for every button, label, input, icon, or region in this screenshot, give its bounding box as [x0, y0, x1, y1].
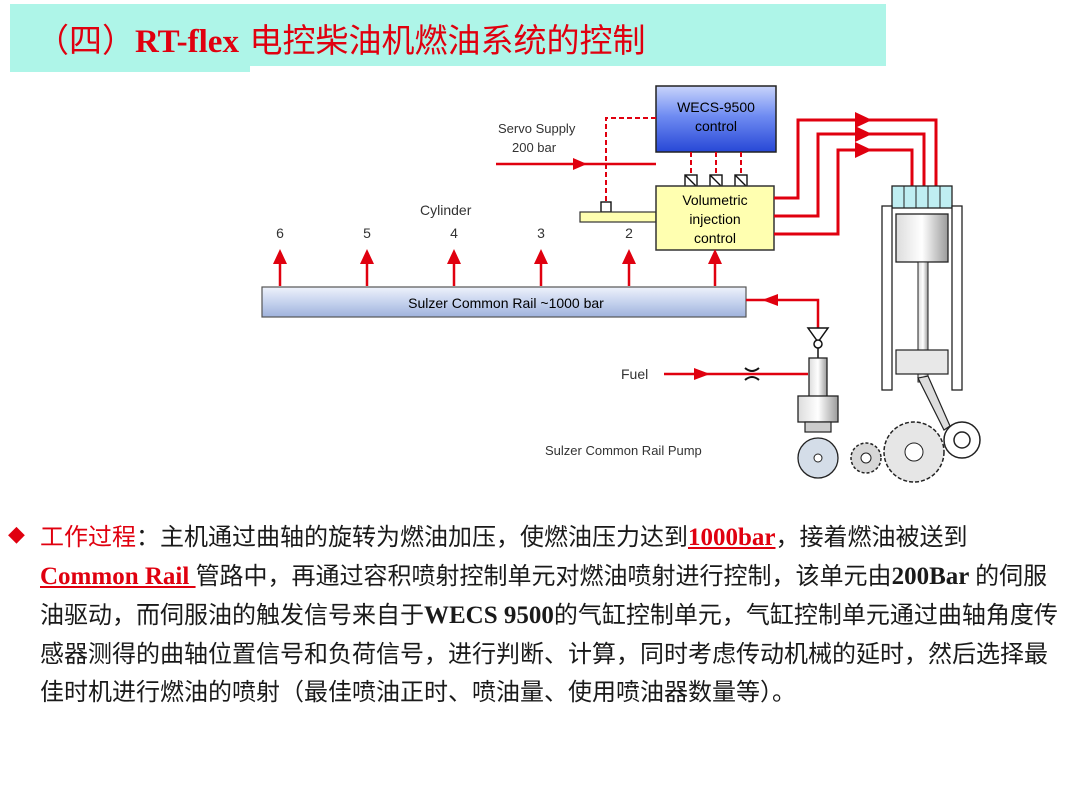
text-s5: 的气缸控制单元，气缸控制单元通过曲轴角度传感器测得的曲轴位置信号和负荷信号，进行… [40, 601, 1058, 706]
pump-feed-line [746, 298, 820, 336]
lead-colon: ： [136, 523, 160, 551]
title-rest: 电控柴油机燃油系统的控制 [238, 21, 646, 60]
injection-lines [774, 118, 938, 236]
cylinder-number-4: 4 [450, 225, 458, 241]
vic-label-1: Volumetric [682, 192, 747, 208]
wecs-sublabel: control [695, 118, 737, 134]
servo-supply-line: Servo Supply 200 bar [496, 121, 656, 170]
wecs-control-box: WECS-9500 control [655, 85, 777, 153]
check-valve [806, 327, 830, 358]
page-title: （四）RT-flex 电控柴油机燃油系统的控制 [36, 14, 645, 62]
common-rail-link[interactable]: Common Rail [40, 563, 196, 590]
common-rail: Sulzer Common Rail ~1000 bar [261, 286, 747, 318]
process-description: 工作过程：主机通过曲轴的旋转为燃油加压，使燃油压力达到1000bar，接着燃油被… [40, 518, 1060, 711]
volumetric-injection-control-box: Volumetric injection control [655, 185, 775, 251]
common-rail-label: Sulzer Common Rail ~1000 bar [408, 295, 604, 311]
servo-supply-label: Servo Supply [498, 121, 576, 136]
title-banner-tab [10, 4, 250, 72]
title-prefix: （四） [36, 21, 135, 60]
cylinder-label: Cylinder [420, 202, 472, 218]
cylinder-outlets: 6 5 4 3 2 [276, 225, 633, 241]
text-s4: 的伺服油驱动，而伺服油的触发信号来自于 [40, 562, 1048, 629]
servo-rail-bar [579, 211, 657, 223]
common-rail-pump: Sulzer Common Rail Pump [545, 357, 945, 483]
engine-cylinder [881, 185, 981, 459]
text-s2: ，接着燃油被送到 [775, 523, 968, 551]
fuel-label: Fuel [621, 366, 648, 382]
wecs-text: WECS 9500 [424, 602, 554, 629]
wecs-label: WECS-9500 [677, 99, 755, 115]
cylinder-arrows [273, 249, 722, 286]
pressure-link[interactable]: 1000bar [688, 524, 776, 551]
servo-pressure-text: 200Bar [891, 563, 976, 590]
bullet-icon: ◆ [8, 522, 25, 547]
text-s3: 管路中，再通过容积喷射控制单元对燃油喷射进行控制，该单元由 [195, 562, 892, 590]
text-s1: 主机通过曲轴的旋转为燃油加压，使燃油压力达到 [160, 523, 688, 551]
servo-valve-symbols [600, 174, 748, 213]
pump-feed-arrow [762, 294, 778, 306]
cylinder-number-6: 6 [276, 225, 284, 241]
cylinder-number-5: 5 [363, 225, 371, 241]
fuel-line: Fuel [621, 366, 808, 382]
cylinder-number-3: 3 [537, 225, 545, 241]
injection-arrowheads [855, 112, 872, 158]
title-latin: RT-flex [135, 24, 239, 60]
vic-label-2: injection [689, 211, 740, 227]
servo-pressure-label: 200 bar [512, 140, 557, 155]
lead-term: 工作过程 [40, 523, 136, 551]
cylinder-number-2: 2 [625, 225, 633, 241]
vic-label-3: control [694, 230, 736, 246]
pump-label: Sulzer Common Rail Pump [545, 443, 702, 458]
fuel-system-diagram: WECS-9500 control Servo Supply 200 bar V… [261, 85, 981, 483]
